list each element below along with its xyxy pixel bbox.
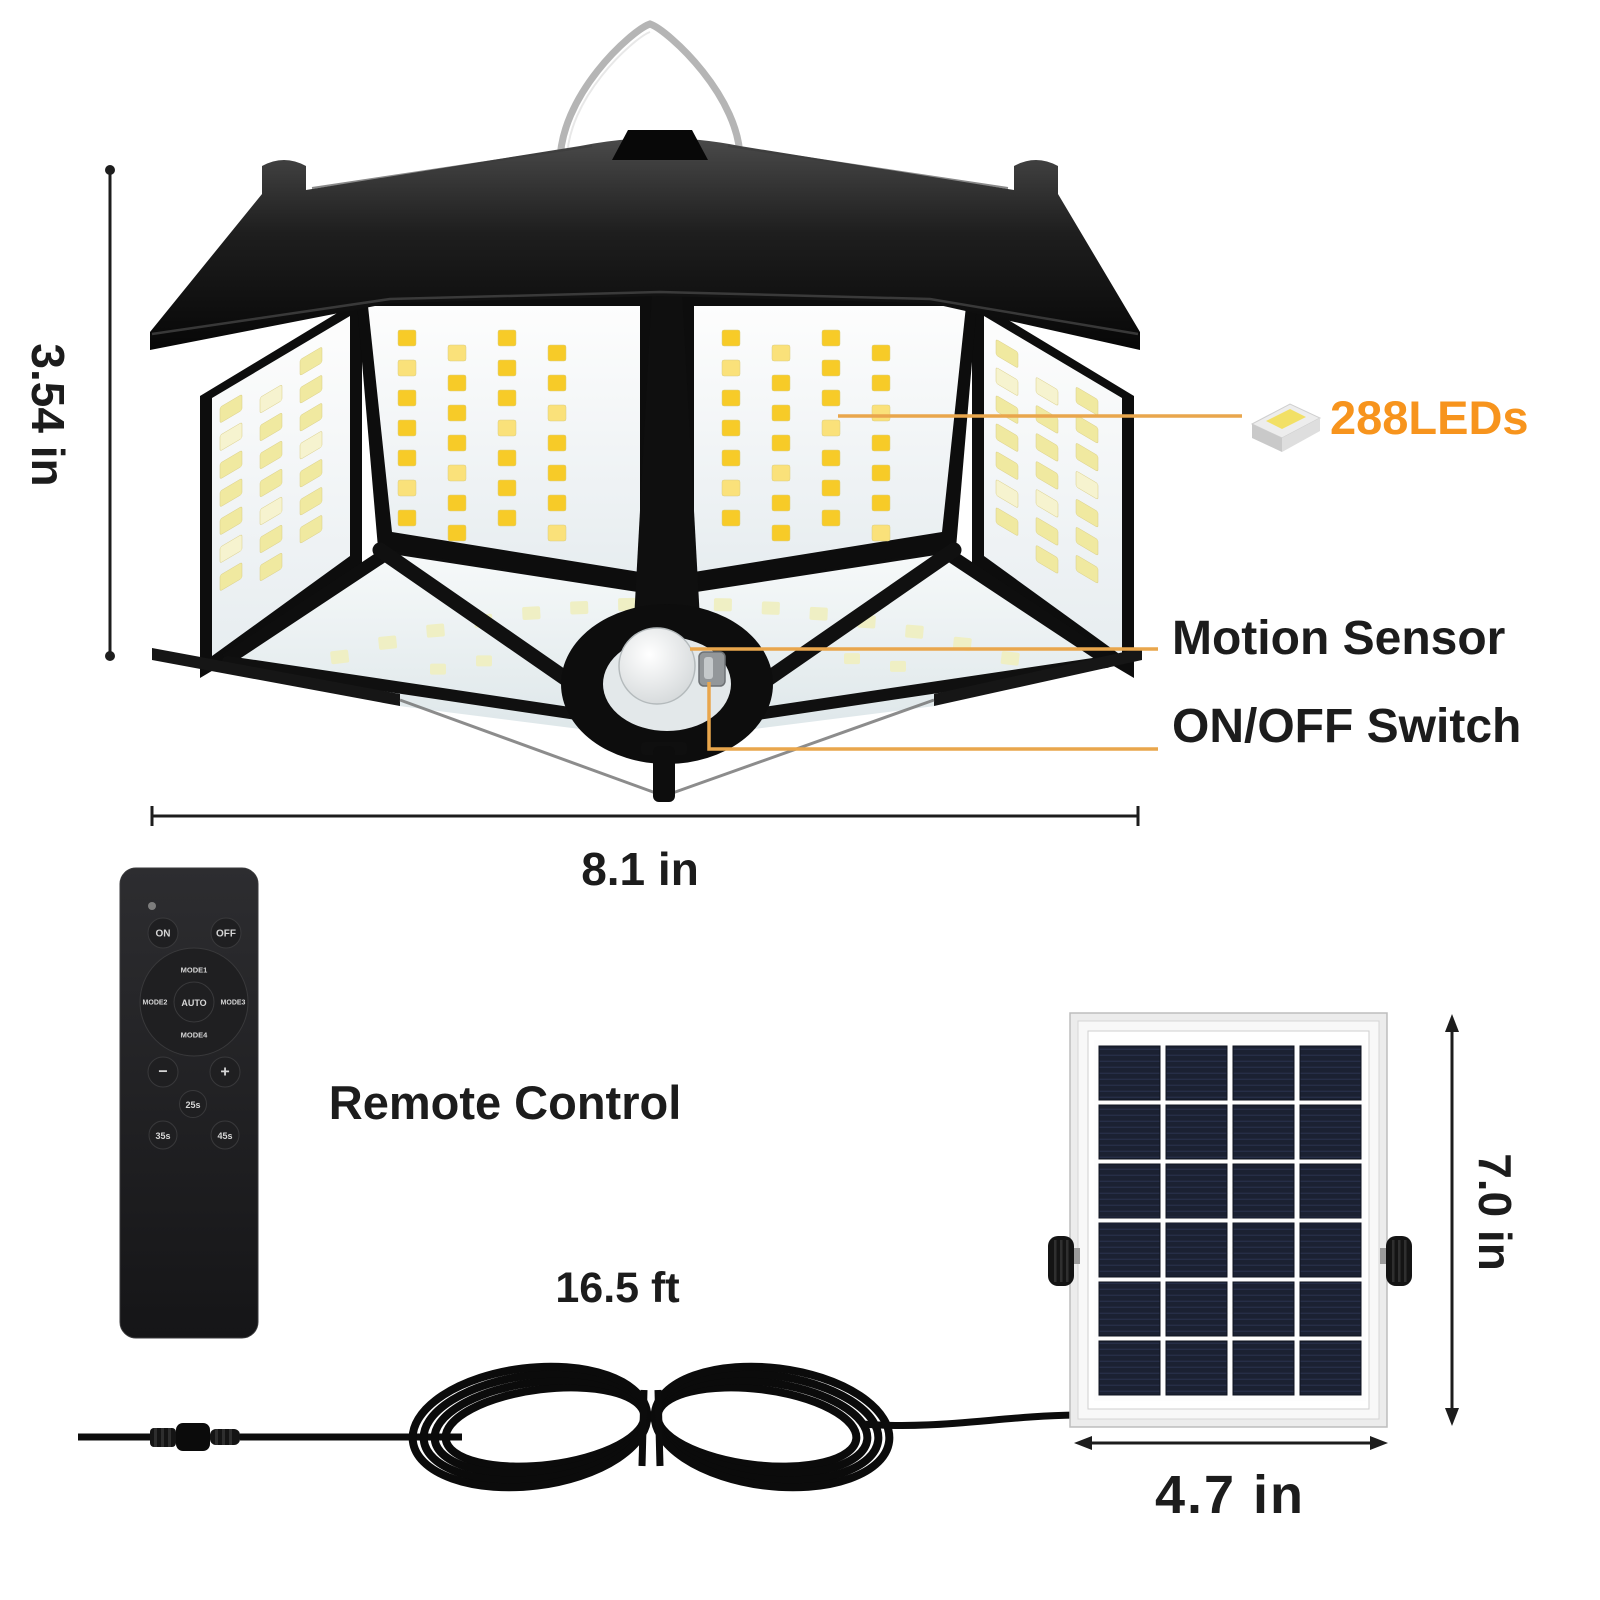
led-chip-icon bbox=[1250, 403, 1322, 452]
ceiling-light bbox=[150, 20, 1142, 802]
led-grid-front-right bbox=[721, 329, 891, 542]
dimension-panel-width bbox=[1074, 1436, 1388, 1450]
remote-auto-label: AUTO bbox=[181, 998, 206, 1008]
remote-control-label: Remote Control bbox=[328, 1076, 682, 1129]
solar-cell-grid bbox=[1098, 1045, 1362, 1396]
remote-45s-label: 45s bbox=[217, 1131, 232, 1141]
remote-mode2-label: MODE2 bbox=[143, 1000, 168, 1007]
remote-mode1-label: MODE1 bbox=[181, 966, 208, 975]
led-count-label: 288LEDs bbox=[1330, 391, 1529, 444]
remote-mode3-label: MODE3 bbox=[221, 1000, 246, 1007]
lamp-finial bbox=[653, 746, 675, 802]
on-off-switch-label: ON/OFF Switch bbox=[1172, 700, 1522, 753]
dimension-lamp-width bbox=[150, 806, 1140, 826]
remote-25s-label: 25s bbox=[185, 1100, 200, 1110]
motion-sensor-dome bbox=[618, 627, 696, 705]
mounting-knob-right bbox=[1380, 1236, 1412, 1286]
motion-sensor-label: Motion Sensor bbox=[1172, 612, 1506, 665]
roof-cap bbox=[612, 130, 708, 160]
glass-wing-right bbox=[934, 648, 1142, 706]
led-panel-front-left bbox=[368, 306, 640, 572]
remote-led-indicator bbox=[148, 902, 156, 910]
remote-plus-label: + bbox=[220, 1064, 229, 1081]
panel-height-label: 7.0 in bbox=[1469, 1153, 1521, 1271]
remote-on-label: ON bbox=[156, 929, 171, 940]
remote-45s-button bbox=[210, 1120, 240, 1150]
led-panel-front-right bbox=[694, 306, 966, 572]
dimension-panel-height bbox=[1445, 1014, 1459, 1426]
remote-on-button bbox=[147, 917, 179, 949]
callout-leaders bbox=[690, 414, 1242, 751]
panel-width-label: 4.7 in bbox=[1154, 1465, 1306, 1525]
hanging-hook-icon bbox=[556, 20, 744, 170]
remote-off-button bbox=[210, 917, 242, 949]
power-cable bbox=[78, 1362, 1077, 1492]
cable-connector bbox=[150, 1423, 240, 1451]
remote-25s-button bbox=[179, 1090, 207, 1118]
remote-control: ON OFF MODE1 MODE2 AUTO MODE3 MODE4 − + … bbox=[119, 867, 259, 1339]
lamp-height-label: 3.54 in bbox=[22, 343, 74, 487]
mounting-knob-left bbox=[1048, 1236, 1080, 1286]
remote-mode4-label: MODE4 bbox=[181, 1031, 209, 1040]
remote-minus-label: − bbox=[158, 1064, 167, 1081]
dimension-lamp-height bbox=[105, 165, 115, 661]
lamp-width-label: 8.1 in bbox=[581, 843, 699, 895]
led-grid-front-left bbox=[397, 329, 567, 542]
solar-panel bbox=[1048, 1012, 1412, 1428]
led-panel-side-left bbox=[212, 316, 350, 656]
glass-wing-left bbox=[152, 648, 400, 706]
lamp-center-rib bbox=[634, 292, 700, 620]
remote-35s-button bbox=[148, 1120, 178, 1150]
remote-35s-label: 35s bbox=[155, 1131, 170, 1141]
cable-coil bbox=[408, 1362, 894, 1492]
led-grid-side-left bbox=[219, 347, 323, 591]
remote-plus-button bbox=[209, 1056, 241, 1088]
remote-minus-button bbox=[147, 1056, 179, 1088]
cable-length-label: 16.5 ft bbox=[555, 1264, 680, 1312]
remote-off-label: OFF bbox=[216, 929, 236, 940]
remote-auto-button bbox=[173, 981, 215, 1023]
